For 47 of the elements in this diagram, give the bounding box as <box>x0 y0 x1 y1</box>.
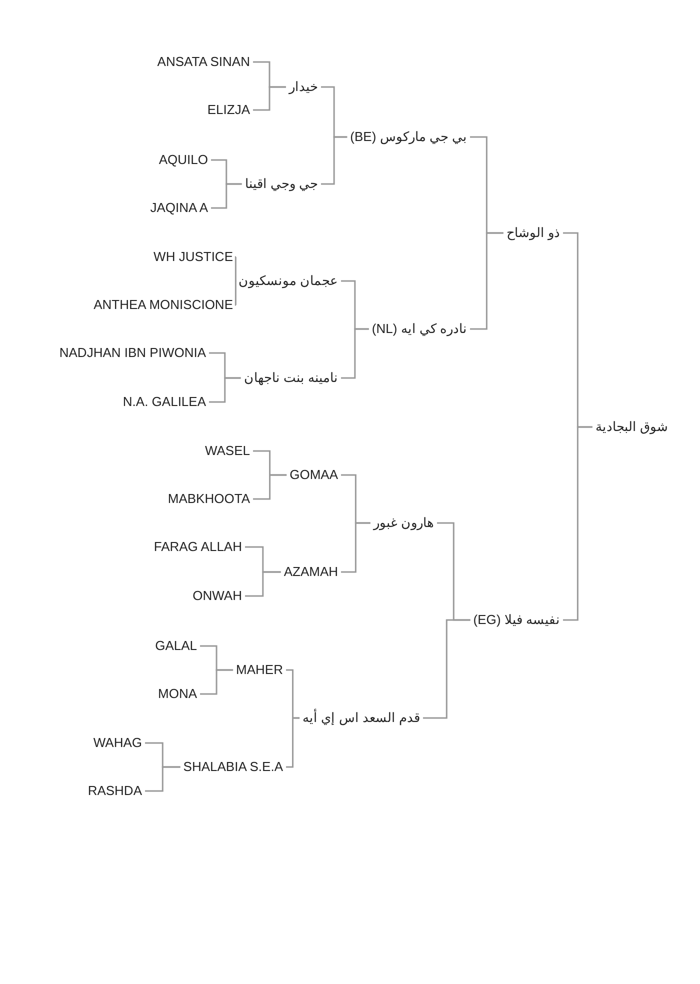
pedigree-line <box>245 571 281 597</box>
horse-name: عجمان مونسكيون <box>235 273 341 289</box>
horse-name: ANTHEA MONISCIONE <box>90 297 236 313</box>
pedigree-line <box>286 717 300 768</box>
horse-name: GALAL <box>152 638 200 654</box>
horse-name: نفيسه فيلا (EG) <box>470 612 563 628</box>
pedigree-line <box>470 232 504 330</box>
horse-name: FARAG ALLAH <box>150 539 245 555</box>
horse-name: MONA <box>155 686 200 702</box>
horse-name: هارون غبور <box>370 515 437 531</box>
horse-name: AZAMAH <box>280 564 341 580</box>
pedigree-line <box>234 256 237 282</box>
pedigree-line <box>423 619 470 719</box>
pedigree-line <box>145 766 180 792</box>
pedigree-line <box>200 669 234 695</box>
horse-name: WASEL <box>202 443 253 459</box>
horse-name: خيدار <box>286 79 321 95</box>
horse-name: MABKHOOTA <box>164 491 253 507</box>
horse-name: ANSATA SINAN <box>154 54 253 70</box>
horse-name: JAQINA A <box>147 200 211 216</box>
horse-name: بي جي ماركوس (BE) <box>347 129 470 145</box>
horse-name: WAHAG <box>90 735 145 751</box>
pedigree-line <box>321 136 348 185</box>
horse-name: NADJHAN IBN PIWONIA <box>56 345 209 361</box>
horse-name: جي وجي اقينا <box>242 176 321 192</box>
horse-name: RASHDA <box>84 783 145 799</box>
horse-name: GOMAA <box>286 467 341 483</box>
horse-name: ONWAH <box>190 588 245 604</box>
horse-name: SHALABIA S.E.A <box>180 759 286 775</box>
pedigree-line <box>209 377 241 403</box>
horse-name: ذو الوشاح <box>503 225 563 241</box>
pedigree-line <box>341 522 370 573</box>
pedigree-line <box>253 474 287 500</box>
pedigree-line <box>211 183 242 209</box>
horse-name: AQUILO <box>156 152 211 168</box>
pedigree-line <box>341 328 369 379</box>
horse-name: ELIZJA <box>204 102 253 118</box>
horse-name: N.A. GALILEA <box>120 394 209 410</box>
horse-name: قدم السعد اس إي أيه <box>300 710 423 726</box>
horse-name: WH JUSTICE <box>150 249 236 265</box>
pedigree-line <box>234 280 237 306</box>
pedigree-line <box>253 86 286 111</box>
horse-name: شوق البجادية <box>592 419 671 435</box>
horse-name: MAHER <box>233 662 286 678</box>
pedigree-line <box>563 426 592 621</box>
horse-name: نامينه بنت ناجهان <box>240 370 341 386</box>
horse-name: نادره كي ايه (NL) <box>368 321 470 337</box>
